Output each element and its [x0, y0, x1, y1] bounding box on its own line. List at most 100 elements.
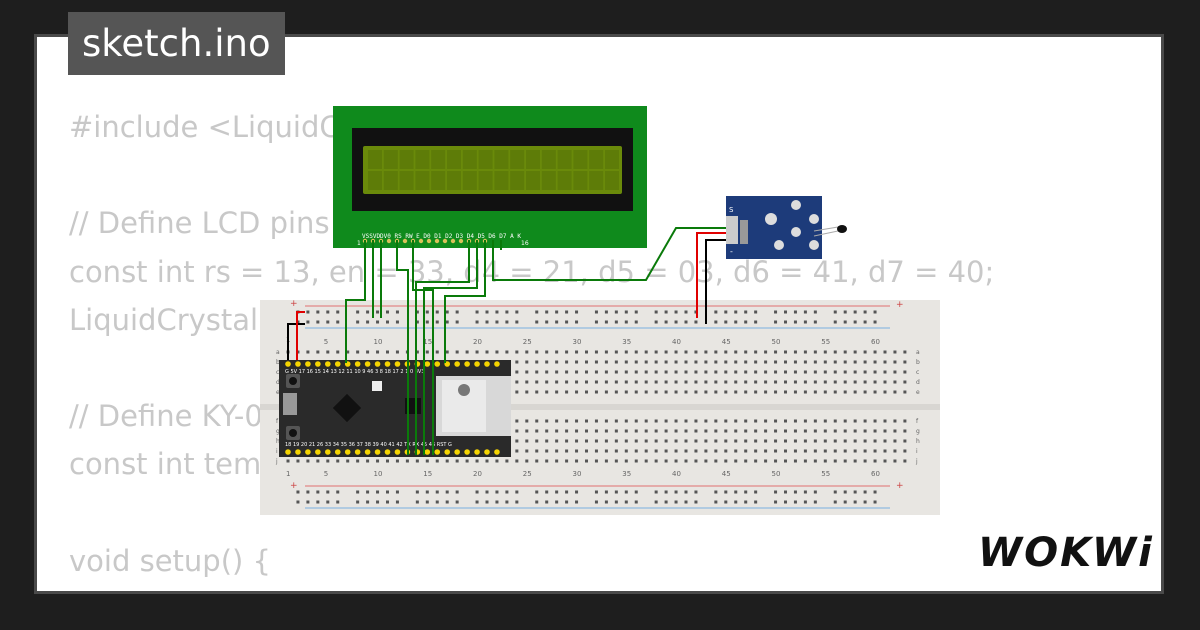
rail-hole[interactable] [594, 490, 598, 494]
breadboard-hole[interactable] [624, 350, 628, 354]
esp32-pin[interactable] [464, 361, 470, 367]
breadboard-hole[interactable] [883, 360, 887, 364]
rail-hole[interactable] [654, 320, 658, 324]
rail-hole[interactable] [366, 320, 370, 324]
breadboard-hole[interactable] [614, 419, 618, 423]
rail-hole[interactable] [555, 320, 559, 324]
rail-hole[interactable] [535, 320, 539, 324]
breadboard-hole[interactable] [873, 419, 877, 423]
rail-hole[interactable] [803, 490, 807, 494]
rail-hole[interactable] [485, 490, 489, 494]
breadboard-hole[interactable] [823, 380, 827, 384]
breadboard-hole[interactable] [704, 370, 708, 374]
rail-hole[interactable] [485, 310, 489, 314]
rail-hole[interactable] [873, 490, 877, 494]
breadboard-hole[interactable] [813, 350, 817, 354]
breadboard-hole[interactable] [893, 350, 897, 354]
rail-hole[interactable] [774, 320, 778, 324]
breadboard-hole[interactable] [535, 360, 539, 364]
breadboard-hole[interactable] [525, 350, 529, 354]
breadboard-hole[interactable] [774, 419, 778, 423]
rail-hole[interactable] [634, 310, 638, 314]
esp32-pin[interactable] [484, 449, 490, 455]
breadboard-hole[interactable] [893, 449, 897, 453]
breadboard-hole[interactable] [803, 350, 807, 354]
breadboard-hole[interactable] [853, 350, 857, 354]
breadboard-hole[interactable] [823, 459, 827, 463]
breadboard-hole[interactable] [634, 380, 638, 384]
rail-hole[interactable] [664, 490, 668, 494]
breadboard-hole[interactable] [704, 439, 708, 443]
rail-hole[interactable] [515, 310, 519, 314]
breadboard-hole[interactable] [555, 439, 559, 443]
breadboard-hole[interactable] [823, 429, 827, 433]
breadboard-hole[interactable] [764, 390, 768, 394]
rail-hole[interactable] [813, 490, 817, 494]
breadboard-hole[interactable] [714, 370, 718, 374]
breadboard-hole[interactable] [704, 380, 708, 384]
breadboard-hole[interactable] [634, 390, 638, 394]
esp32-pin[interactable] [305, 361, 311, 367]
lcd-pin[interactable] [426, 238, 432, 244]
breadboard-hole[interactable] [634, 360, 638, 364]
breadboard-hole[interactable] [604, 360, 608, 364]
breadboard-hole[interactable] [684, 459, 688, 463]
breadboard-hole[interactable] [614, 350, 618, 354]
breadboard-hole[interactable] [455, 459, 459, 463]
rail-hole[interactable] [326, 320, 330, 324]
breadboard-hole[interactable] [744, 390, 748, 394]
breadboard-hole[interactable] [784, 449, 787, 453]
rail-hole[interactable] [376, 490, 380, 494]
breadboard-hole[interactable] [525, 380, 529, 384]
breadboard-hole[interactable] [724, 429, 728, 433]
rail-hole[interactable] [555, 310, 559, 314]
breadboard-hole[interactable] [764, 439, 768, 443]
breadboard-hole[interactable] [415, 350, 419, 354]
breadboard-hole[interactable] [585, 429, 588, 433]
rail-hole[interactable] [634, 490, 638, 494]
breadboard-hole[interactable] [883, 439, 887, 443]
breadboard-hole[interactable] [724, 380, 728, 384]
breadboard-hole[interactable] [515, 380, 519, 384]
breadboard-hole[interactable] [813, 380, 817, 384]
breadboard-hole[interactable] [624, 419, 628, 423]
breadboard-hole[interactable] [575, 429, 579, 433]
breadboard-hole[interactable] [843, 390, 847, 394]
breadboard-hole[interactable] [545, 380, 549, 384]
breadboard-hole[interactable] [604, 459, 608, 463]
breadboard-hole[interactable] [694, 449, 698, 453]
rail-hole[interactable] [336, 320, 340, 324]
rail-hole[interactable] [535, 500, 539, 504]
breadboard-hole[interactable] [624, 370, 628, 374]
esp32-pin[interactable] [325, 449, 331, 455]
lcd-pin[interactable] [386, 238, 392, 244]
rail-hole[interactable] [575, 310, 579, 314]
breadboard-hole[interactable] [604, 390, 608, 394]
breadboard-hole[interactable] [893, 390, 897, 394]
rail-hole[interactable] [445, 500, 449, 504]
breadboard-hole[interactable] [505, 350, 509, 354]
breadboard-hole[interactable] [644, 370, 648, 374]
rail-hole[interactable] [545, 310, 549, 314]
breadboard-hole[interactable] [764, 449, 768, 453]
breadboard-hole[interactable] [813, 419, 817, 423]
breadboard-hole[interactable] [803, 419, 807, 423]
breadboard-hole[interactable] [774, 439, 778, 443]
breadboard-hole[interactable] [754, 419, 758, 423]
breadboard-hole[interactable] [525, 390, 529, 394]
breadboard-hole[interactable] [366, 459, 370, 463]
breadboard-hole[interactable] [813, 360, 817, 364]
breadboard-hole[interactable] [724, 459, 728, 463]
breadboard-hole[interactable] [813, 390, 817, 394]
breadboard-hole[interactable] [664, 429, 668, 433]
breadboard-hole[interactable] [734, 380, 738, 384]
breadboard-hole[interactable] [893, 439, 897, 443]
breadboard-hole[interactable] [853, 459, 857, 463]
breadboard-hole[interactable] [843, 350, 847, 354]
breadboard-hole[interactable] [674, 419, 678, 423]
breadboard-hole[interactable] [843, 370, 847, 374]
breadboard-hole[interactable] [555, 350, 559, 354]
breadboard-hole[interactable] [903, 419, 907, 423]
esp32-pin[interactable] [474, 361, 480, 367]
rail-hole[interactable] [316, 320, 320, 324]
